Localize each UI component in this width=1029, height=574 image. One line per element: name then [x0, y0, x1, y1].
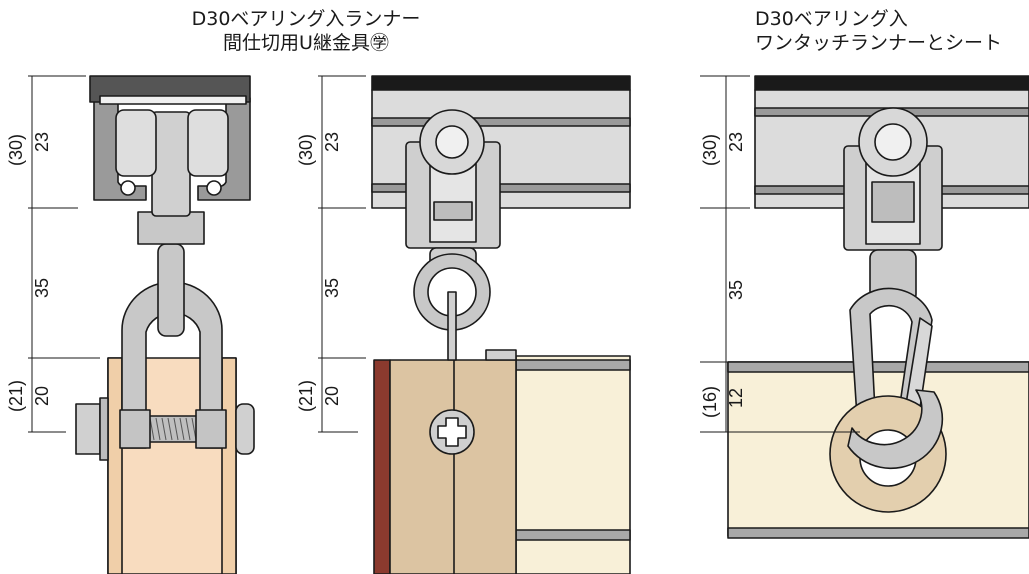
left-rail-hook-r [206, 180, 222, 196]
center-screw-cross [437, 417, 467, 447]
center-edge-red [373, 359, 391, 574]
center-rail-band-2 [371, 183, 631, 193]
right-title-line-2: ワンタッチランナーとシート [755, 32, 1003, 54]
right-rail-top [754, 75, 1029, 91]
right-bearing-block [871, 181, 915, 223]
center-assembly [371, 75, 631, 574]
dimension-labels: (30) 23 35 (21) 20 (30) 23 35 (21) 20 (3… [6, 132, 746, 418]
left-title-line-1: D30ベアリング入ランナー [191, 8, 421, 30]
right-carabiner-hook [847, 389, 944, 470]
right-sheet-stripe-top [727, 361, 1029, 373]
center-panel-stripe-top [515, 359, 631, 371]
left-wheel-r [187, 109, 229, 177]
center-rail-top [371, 75, 631, 91]
left-swivel-nut [137, 211, 205, 245]
center-plate [485, 349, 517, 361]
right-assembly [727, 75, 1029, 539]
left-wood-edge-right [221, 357, 237, 574]
center-wheel-hub [435, 125, 469, 159]
right-dim-bottom: 12 [726, 388, 746, 408]
right-title: D30ベアリング入 ワンタッチランナーとシート [755, 7, 1002, 55]
center-wood-panel [389, 359, 517, 574]
center-bearing-block [433, 201, 473, 221]
left-wheel-l [115, 109, 157, 177]
left-dim-mid: 35 [32, 278, 52, 298]
left-dim-top-paren: (30) [6, 134, 26, 166]
right-sheet-stripe-bottom [727, 527, 1029, 539]
left-assembly [75, 75, 255, 574]
center-dim-top-paren: (30) [296, 134, 316, 166]
center-panel-stripe-bottom [515, 529, 631, 541]
left-dim-top: 23 [32, 132, 52, 152]
left-wood-edge-left [107, 357, 123, 574]
center-dim-bottom-paren: (21) [296, 380, 316, 412]
left-swivel-link [157, 243, 185, 337]
right-dim-bottom-paren: (16) [700, 386, 720, 418]
center-dim-mid: 35 [322, 278, 342, 298]
dimension-lines [28, 75, 860, 433]
right-dim-mid: 35 [726, 280, 746, 300]
right-dim-top-paren: (30) [700, 134, 720, 166]
left-rail-hook-l [120, 180, 136, 196]
left-bolt-head [75, 403, 101, 455]
right-wheel-hub [874, 123, 912, 161]
left-shackle-foot-r [195, 409, 227, 449]
left-dim-bottom: 20 [32, 386, 52, 406]
center-dim-bottom: 20 [322, 386, 342, 406]
center-hanger-wire [447, 291, 457, 361]
left-cap-nut [235, 403, 255, 455]
center-cream-panel [515, 355, 631, 574]
left-title: D30ベアリング入ランナー 間仕切用U継金具㊫ [0, 7, 612, 55]
center-rail-band [371, 117, 631, 127]
left-shackle-foot-l [119, 409, 151, 449]
left-washer [99, 397, 109, 461]
left-title-line-2: 間仕切用U継金具㊫ [223, 32, 389, 54]
left-dim-bottom-paren: (21) [6, 380, 26, 412]
right-title-line-1: D30ベアリング入 [755, 8, 908, 30]
left-runner-body [151, 111, 191, 217]
right-dim-top: 23 [726, 132, 746, 152]
center-dim-top: 23 [322, 132, 342, 152]
left-rail-inner [99, 95, 247, 105]
